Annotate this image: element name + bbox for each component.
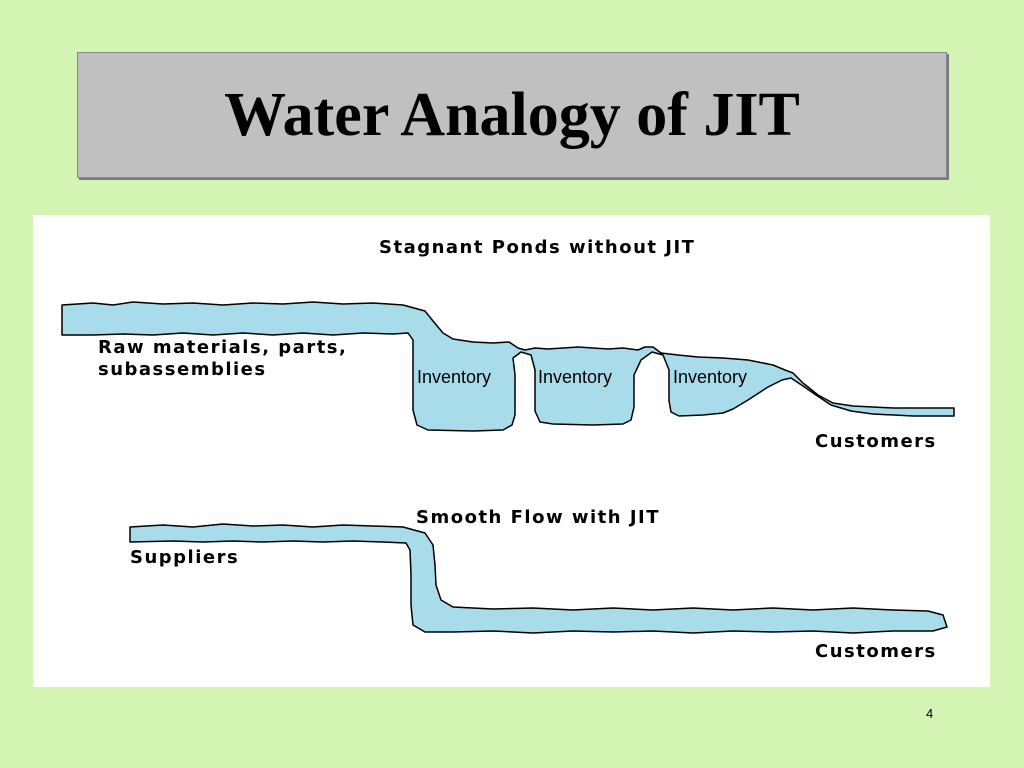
diagram-panel: Stagnant Ponds without JIT Raw materials… bbox=[33, 215, 990, 687]
water-analogy-diagram: Stagnant Ponds without JIT Raw materials… bbox=[61, 237, 955, 662]
top-sink-label: Customers bbox=[815, 431, 937, 452]
top-heading: Stagnant Ponds without JIT bbox=[379, 237, 695, 258]
pond-3-label: Inventory bbox=[673, 367, 747, 387]
pond-1-label: Inventory bbox=[417, 367, 491, 387]
top-water-flow bbox=[61, 301, 955, 432]
bottom-heading: Smooth Flow with JIT bbox=[416, 507, 660, 528]
title-box: Water Analogy of JIT bbox=[77, 52, 947, 178]
slide-number: 4 bbox=[926, 706, 934, 721]
bottom-sink-label: Customers bbox=[815, 641, 937, 662]
bottom-water-flow bbox=[129, 523, 948, 634]
top-source-label-line1: Raw materials, parts, bbox=[98, 337, 347, 358]
top-source-label-line2: subassemblies bbox=[98, 359, 267, 380]
bottom-source-label: Suppliers bbox=[130, 547, 239, 568]
pond-2-label: Inventory bbox=[538, 367, 612, 387]
slide-title: Water Analogy of JIT bbox=[224, 80, 800, 149]
